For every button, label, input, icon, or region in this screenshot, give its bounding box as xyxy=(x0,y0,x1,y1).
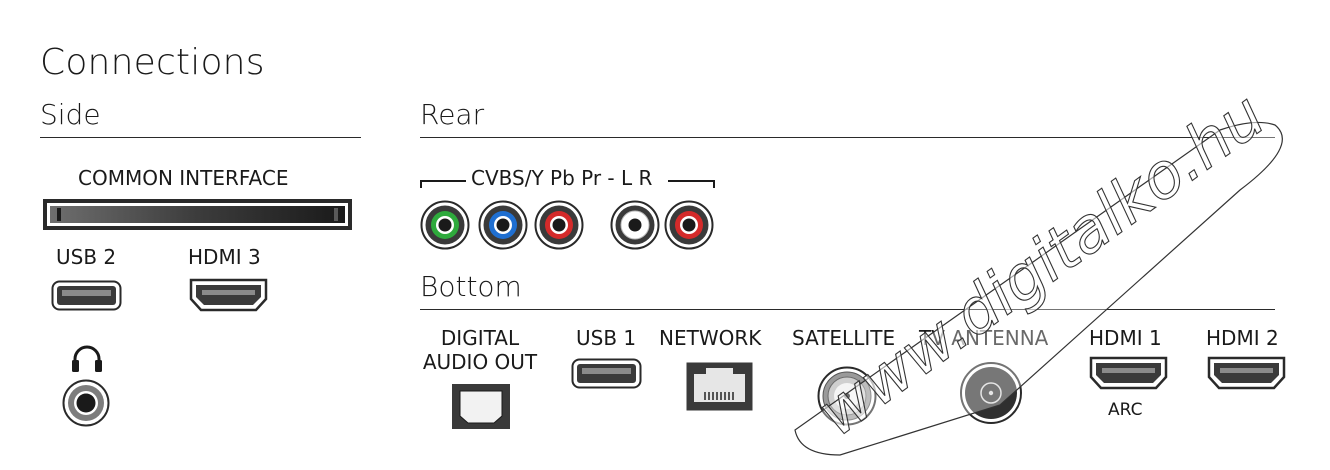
section-rear-heading: Rear xyxy=(420,98,485,131)
side-divider xyxy=(40,137,361,138)
page-title: Connections xyxy=(40,42,265,83)
headphones-icon xyxy=(72,345,102,372)
common-interface-label: COMMON INTERFACE xyxy=(78,166,289,190)
digital-audio-out-label: DIGITAL AUDIO OUT xyxy=(405,326,555,374)
headphone-jack xyxy=(62,379,110,427)
hdmi3-label: HDMI 3 xyxy=(188,245,261,269)
arc-label: ARC xyxy=(1108,400,1143,420)
network-port xyxy=(686,362,753,411)
cvbs-label: CVBS/Y Pb Pr - L R xyxy=(471,166,653,190)
tv-antenna-label: TV ANTENNA xyxy=(919,326,1049,350)
section-side-heading: Side xyxy=(40,98,101,131)
digital-audio-out-line1: DIGITAL xyxy=(440,326,520,350)
hdmi1-port xyxy=(1089,356,1168,390)
rca-jack-3 xyxy=(534,200,584,250)
rca-jack-row xyxy=(420,200,720,252)
rca-jack-2 xyxy=(478,200,528,250)
cvbs-bracket xyxy=(420,180,715,188)
usb2-port xyxy=(51,280,122,311)
rca-jack-1 xyxy=(420,200,470,250)
usb2-label: USB 2 xyxy=(56,245,117,269)
satellite-label: SATELLITE xyxy=(792,326,896,350)
rca-jack-5 xyxy=(664,200,714,250)
usb1-label: USB 1 xyxy=(576,326,637,350)
usb1-port xyxy=(571,358,642,389)
bottom-divider xyxy=(420,309,1275,310)
hdmi3-port xyxy=(189,278,268,312)
optical-port xyxy=(452,384,510,429)
satellite-connector xyxy=(817,366,877,426)
tv-antenna-connector xyxy=(960,362,1022,424)
common-interface-slot xyxy=(43,199,352,230)
hdmi2-label: HDMI 2 xyxy=(1206,326,1279,350)
rear-divider xyxy=(420,137,1275,138)
rca-jack-4 xyxy=(610,200,660,250)
section-bottom-heading: Bottom xyxy=(420,270,522,303)
hdmi1-label: HDMI 1 xyxy=(1089,326,1162,350)
network-label: NETWORK xyxy=(659,326,762,350)
hdmi2-port xyxy=(1207,356,1286,390)
digital-audio-out-line2: AUDIO OUT xyxy=(422,350,538,374)
